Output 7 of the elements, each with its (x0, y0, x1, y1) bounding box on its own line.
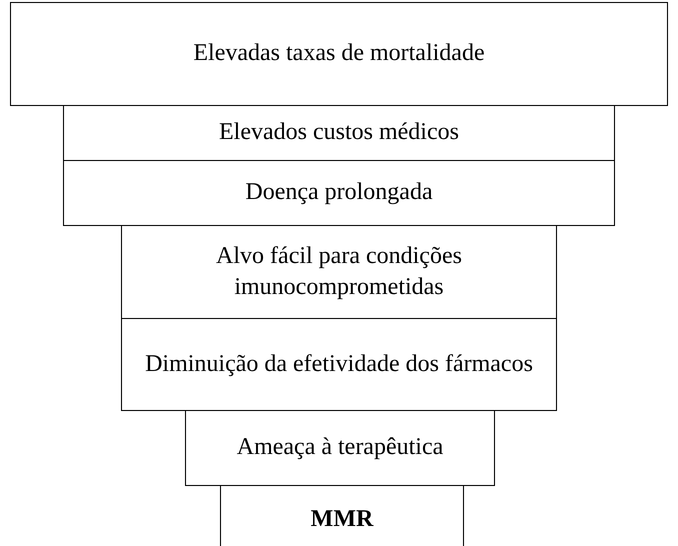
pyramid-base-tier: MMR (220, 485, 464, 546)
pyramid-tier: Doença prolongada (63, 160, 615, 226)
pyramid-tier: Ameaça à terapêutica (185, 410, 495, 486)
pyramid-tier: Elevadas taxas de mortalidade (10, 2, 668, 106)
pyramid-tier: Alvo fácil para condições imunocomprometidas (121, 225, 557, 319)
pyramid-tier: Diminuição da efetividade dos fármacos (121, 318, 557, 411)
pyramid-tier: Elevados custos médicos (63, 105, 615, 161)
